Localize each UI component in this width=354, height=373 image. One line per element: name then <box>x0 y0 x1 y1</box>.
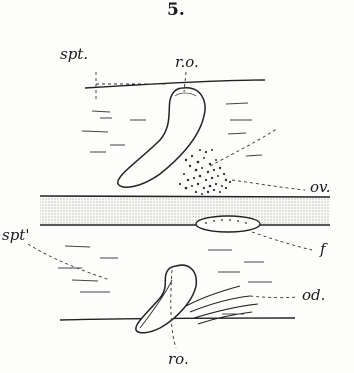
leader-f <box>252 232 312 250</box>
label-ro-bottom: ro. <box>168 352 189 367</box>
label-od: od. <box>302 288 325 303</box>
lower-rosette-organ <box>136 265 196 333</box>
leader-spt-prime <box>28 244 110 280</box>
label-spt: spt. <box>60 47 88 62</box>
lower-septum-line <box>60 318 295 320</box>
leader-od <box>250 296 298 298</box>
label-spt-prime: spt' <box>2 228 29 243</box>
upper-rosette-organ <box>118 88 205 187</box>
leader-ov <box>232 180 305 190</box>
central-band <box>40 196 330 225</box>
leader-ov-2 <box>210 128 278 166</box>
ovary-mass <box>179 149 231 195</box>
upper-septum-line <box>85 80 265 88</box>
label-ro-top: r.o. <box>175 55 199 70</box>
label-ov: ov. <box>310 180 331 195</box>
follicle <box>196 216 260 232</box>
label-f: f <box>320 242 326 257</box>
